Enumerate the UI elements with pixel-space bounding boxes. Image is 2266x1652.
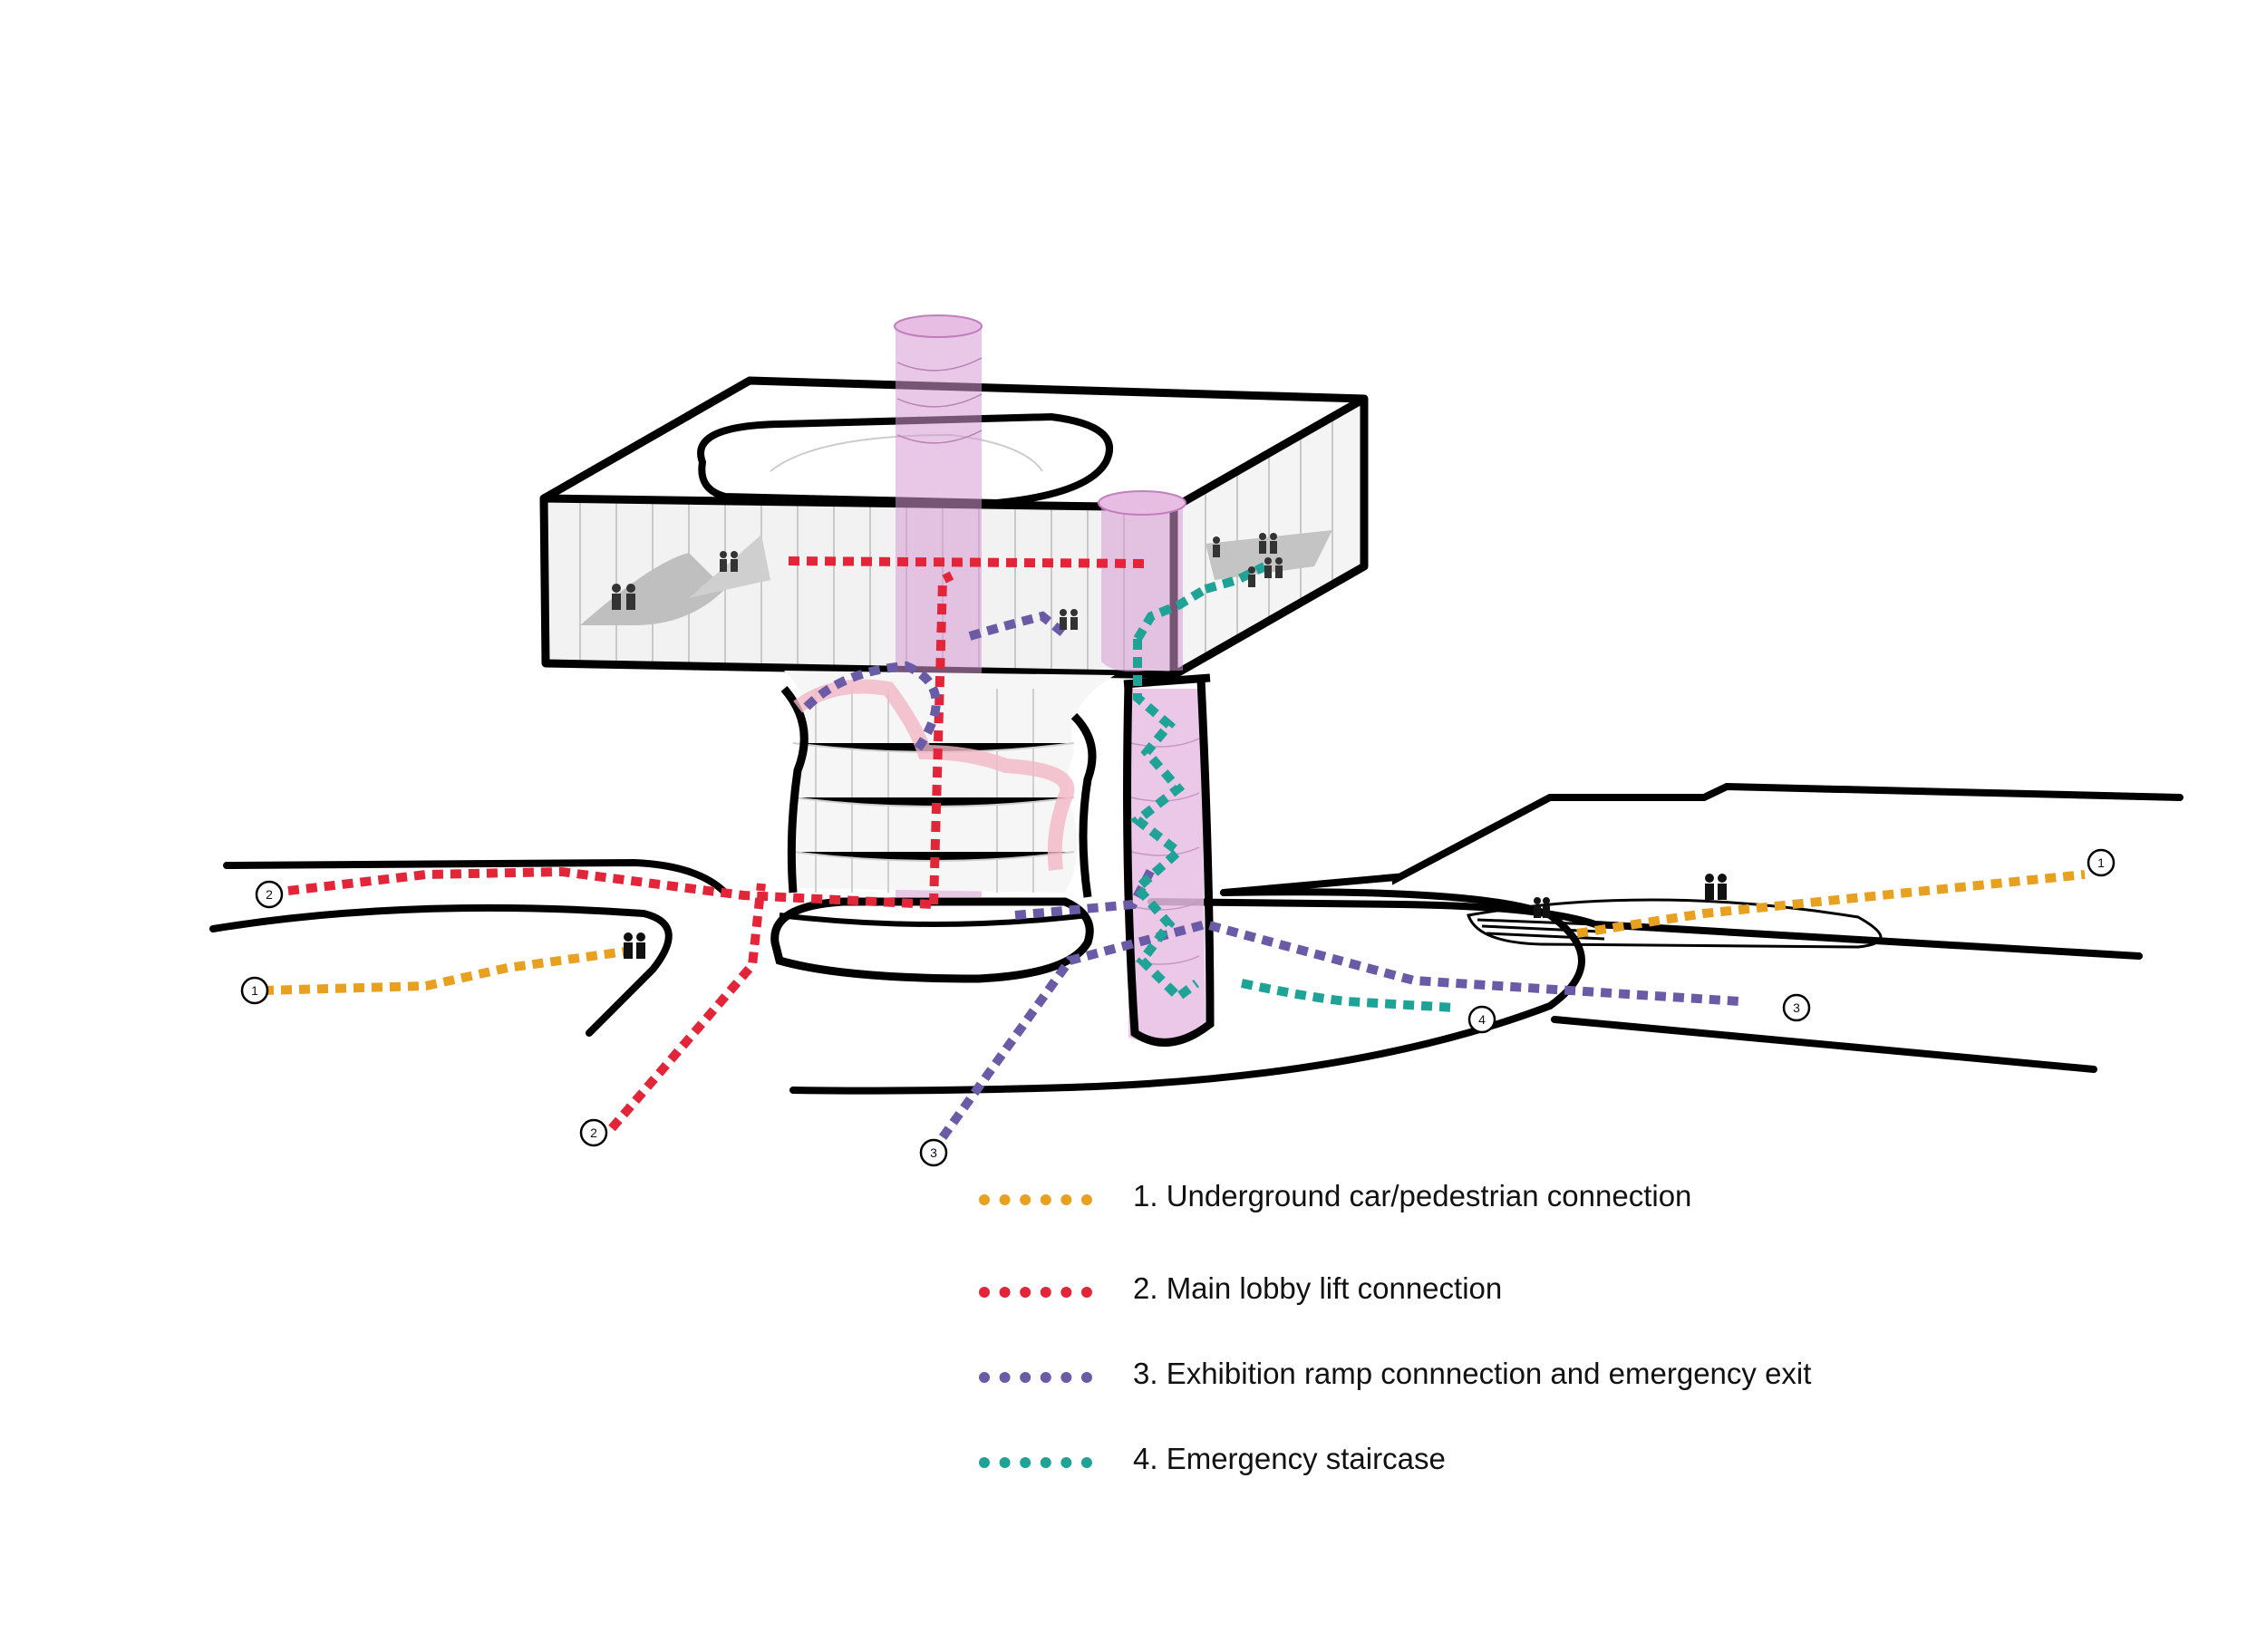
legend-swatch-red bbox=[979, 1287, 1092, 1298]
marker-2-left: 2 bbox=[255, 880, 284, 909]
person-icon bbox=[1259, 533, 1277, 554]
person-icon bbox=[720, 551, 738, 572]
svg-text:3: 3 bbox=[1793, 1000, 1800, 1015]
svg-text:2: 2 bbox=[266, 887, 273, 902]
legend-item-route-3: 3. Exhibition ramp connnection and emerg… bbox=[979, 1347, 2067, 1401]
person-icon bbox=[1060, 609, 1078, 630]
route-1-orange bbox=[262, 870, 2086, 995]
legend-label: 4. Emergency staircase bbox=[1133, 1442, 1446, 1475]
person-icon bbox=[612, 584, 635, 610]
legend-label: 2. Main lobby lift connection bbox=[1133, 1271, 1503, 1305]
legend-label: 3. Exhibition ramp connnection and emerg… bbox=[1133, 1357, 1812, 1390]
marker-3-bottom: 3 bbox=[919, 1138, 948, 1167]
route-markers: 1 1 2 2 3 3 4 bbox=[240, 848, 2116, 1167]
person-icon bbox=[1213, 536, 1220, 557]
svg-text:3: 3 bbox=[930, 1145, 937, 1160]
route-2-red bbox=[287, 556, 1148, 1132]
people-icons bbox=[612, 533, 1727, 959]
svg-text:4: 4 bbox=[1478, 1012, 1486, 1027]
svg-text:1: 1 bbox=[251, 983, 258, 998]
legend-swatch-purple bbox=[979, 1372, 1092, 1383]
legend-item-route-2: 2. Main lobby lift connection bbox=[979, 1261, 2067, 1316]
marker-2-bottom: 2 bbox=[579, 1118, 608, 1147]
person-icon bbox=[1705, 874, 1727, 900]
route-4-teal bbox=[1129, 562, 1456, 1012]
svg-text:1: 1 bbox=[2097, 855, 2105, 870]
building-core bbox=[770, 671, 1115, 983]
marker-4: 4 bbox=[1467, 1005, 1496, 1034]
svg-text:2: 2 bbox=[590, 1125, 597, 1140]
legend-item-route-1: 1. Underground car/pedestrian connection bbox=[979, 1169, 2067, 1223]
legend-item-route-4: 4. Emergency staircase bbox=[979, 1432, 2067, 1486]
route-3-purple bbox=[803, 611, 1741, 1140]
person-icon bbox=[1264, 557, 1283, 578]
person-icon bbox=[1248, 566, 1255, 587]
marker-3-right: 3 bbox=[1782, 993, 1811, 1022]
legend-swatch-teal bbox=[979, 1457, 1092, 1468]
marker-1-left: 1 bbox=[240, 976, 269, 1005]
legend-label: 1. Underground car/pedestrian connection bbox=[1133, 1179, 1692, 1212]
person-icon bbox=[1534, 897, 1550, 918]
legend-swatch-orange bbox=[979, 1194, 1092, 1205]
marker-1-right: 1 bbox=[2087, 848, 2116, 877]
person-icon bbox=[624, 932, 645, 959]
stair-lift-column bbox=[1098, 490, 1186, 672]
ramp-ribbon bbox=[793, 679, 1075, 871]
